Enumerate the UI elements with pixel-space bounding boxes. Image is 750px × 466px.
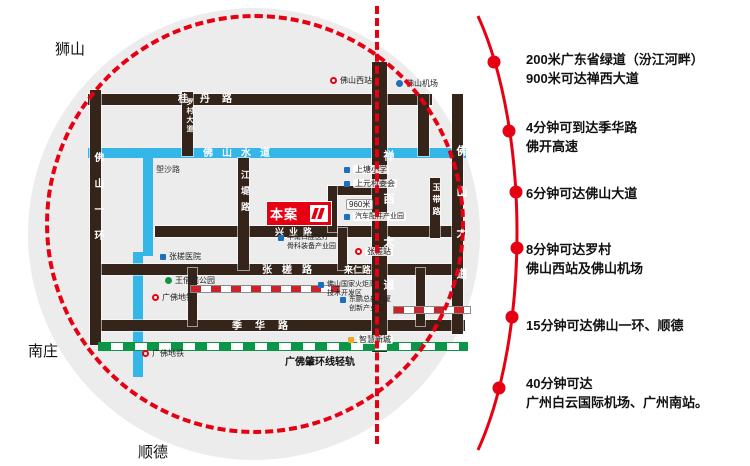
poi-torch-hightech-zone: 佛山国家火炬高新 技术开发区 (318, 280, 383, 298)
road-label-langsha: 塱沙路 (156, 165, 180, 174)
benefit-arc (476, 15, 524, 451)
benefit-dot (492, 381, 506, 395)
road-label-luocun: 罗村大道 (186, 98, 193, 134)
poi-dental-equip-park: 华南口腔医疗 骨科装备产业园 (278, 233, 336, 251)
benefit-dot (502, 124, 516, 138)
road-connector-east (416, 268, 425, 326)
road-foshan-avenue (452, 94, 463, 334)
airport-icon (396, 80, 403, 87)
poi-foshan-west-station: 佛山西站 (330, 76, 372, 85)
road-label-guidan: 桂丹路 (178, 94, 244, 105)
benefit-item-foshan-avenue: 6分钟可达佛山大道 (526, 186, 638, 201)
benefit-item-jihua-road: 4分钟可到达季华路 佛开高速 (526, 120, 638, 154)
waterway-branch-lower (133, 252, 143, 377)
industry-icon (340, 296, 346, 303)
industry-icon (318, 281, 324, 288)
poi-smart-city: 智慧新城 (348, 335, 393, 344)
benefit-item-luocun: 8分钟可达罗村 佛山西站及佛山机场 (526, 242, 644, 276)
industry-icon (278, 234, 284, 241)
poi-wangjiegang-park: 王借岗公园 (165, 276, 215, 285)
road-label-zhangcha: 张槎路 (262, 265, 322, 276)
road-jiangdi (238, 158, 249, 270)
road-luocun (182, 92, 193, 156)
region-label-nanzhuang: 南庄 (28, 343, 59, 360)
poi-foshan-airport: 佛山机场 (396, 79, 438, 88)
striped-line-east (393, 306, 471, 314)
poi-shangyuan-committee: 上元村委会 (344, 179, 397, 188)
site-marker: 本案 (267, 202, 331, 225)
road-connector-west (188, 268, 197, 326)
metro-icon (152, 294, 159, 301)
poi-zhangcha-station: 张槎站 (355, 247, 393, 256)
waterway-label: 佛山水道 (203, 148, 279, 159)
landmark-icon (348, 336, 354, 343)
road-label-jiangdi: 江堤路 (240, 170, 250, 218)
park-icon (165, 277, 172, 284)
road-label-yihuan: 佛山一环 (92, 152, 103, 256)
region-label-shishan: 狮山 (55, 41, 86, 58)
road-north-connector (418, 94, 429, 156)
road-zhangcha (95, 264, 462, 275)
metro-icon (142, 350, 149, 357)
road-label-lairen: 来仁路 (344, 265, 372, 275)
road-label-yudai: 玉带路 (432, 183, 441, 219)
poi-960m-distance: 960米 (346, 199, 374, 210)
site-label: 本案 (270, 207, 299, 222)
road-jihua (92, 320, 465, 331)
metro-icon (330, 77, 337, 84)
poi-zhangcha-hospital: 张槎医院 (160, 252, 201, 261)
benefit-dot (505, 310, 519, 324)
road-label-xingye: 兴业路 (275, 227, 318, 237)
poi-shangtang-school: 上塘小学 (344, 165, 389, 174)
region-label-shunde: 顺德 (138, 444, 169, 461)
benefit-item-airport-south-station: 40分钟可达 广州白云国际机场、广州南站。 (526, 376, 709, 410)
road-label-chanxi: 禅西大道 (382, 150, 394, 322)
road-connector-mid (328, 186, 337, 232)
poi-guangfo-metro-west: 广佛地铁 (152, 293, 194, 302)
road-yihuan (90, 90, 101, 345)
chanxi-avenue-dashed-line (375, 6, 379, 444)
hospital-icon (160, 253, 166, 260)
benefit-dot (509, 185, 523, 199)
road-label-jihua: 季华路 (232, 321, 301, 332)
road-xingye (155, 226, 465, 237)
benefit-item-greenway: 200米广东省绿道（汾江河畔） 900米可达禅西大道 (526, 52, 704, 86)
benefit-dot (510, 241, 524, 255)
poi-auto-parts-park: 汽车配件产业园 (344, 212, 406, 221)
road-connector-top (328, 186, 383, 195)
foshan-waterway (88, 148, 466, 158)
road-connector-xingye-zhangcha (338, 228, 347, 270)
benefit-item-yihuan-shunde: 15分钟可达佛山一环、顺德 (526, 318, 684, 333)
benefit-dot (487, 55, 501, 69)
metro-icon (355, 248, 362, 255)
building-icon (344, 180, 350, 187)
poi-guangfo-metro-south: 广佛地铁 (142, 349, 184, 358)
waterway-branch-upper (143, 156, 153, 256)
school-icon (344, 166, 350, 173)
developer-logo-icon (310, 205, 328, 222)
guangfozhao-light-rail (98, 342, 468, 351)
road-yudai (430, 178, 440, 238)
poi-dongpeng-hq: 东鹏总部大厦 创新产业园 (340, 295, 391, 313)
road-guidan (88, 94, 432, 105)
industry-icon (344, 213, 350, 220)
striped-line-west (190, 285, 340, 293)
light-rail-label: 广佛肇环线轻轨 (285, 357, 355, 368)
